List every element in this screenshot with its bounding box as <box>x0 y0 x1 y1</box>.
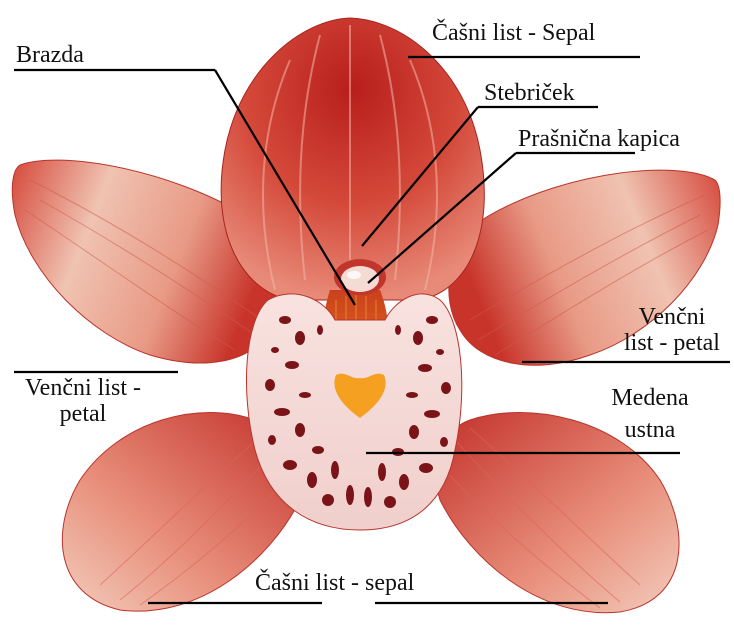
label-brazda: Brazda <box>16 42 84 68</box>
label-kapica: kapica <box>617 126 680 152</box>
label-petal-left-line1: Venčni list - <box>8 375 158 401</box>
label-medena-line2: ustna <box>590 417 710 443</box>
labellum <box>246 294 461 530</box>
label-petal-right: Venčni list - petal <box>612 304 732 356</box>
label-sepal-bottom: Čašni list - sepal <box>255 570 414 596</box>
label-stebricek: Stebriček <box>484 80 575 106</box>
label-prasnicna-kapica: Prašnična kapica <box>518 126 680 152</box>
label-petal-left-line2: petal <box>8 401 158 427</box>
label-petal-right-line1: Venčni <box>612 304 732 330</box>
label-petal-left: Venčni list - petal <box>8 375 158 427</box>
label-medena-line1: Medena <box>590 385 710 411</box>
label-sepal-top: Čašni list - Sepal <box>432 20 595 46</box>
top-sepal <box>221 18 484 300</box>
label-prasnicna: Prašnična <box>518 126 611 152</box>
label-petal-right-line2: list - petal <box>612 330 732 356</box>
label-medena-ustna: Medena ustna <box>590 385 710 443</box>
anther-cap <box>334 259 386 295</box>
